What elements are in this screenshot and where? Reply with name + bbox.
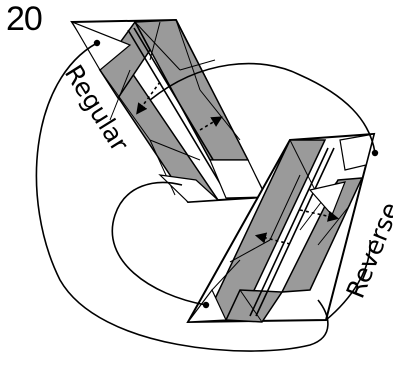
connector-curves [35, 42, 376, 352]
lower-arc-curve [325, 239, 371, 321]
step-number: 20 [6, 0, 43, 38]
reverse-center-crease-a [249, 147, 329, 317]
regular-unit [70, 18, 268, 204]
reverse-dotted-arrow-right [299, 209, 340, 222]
regular-dotted-arrow-down [199, 116, 223, 131]
regular-dotted-arrow-up [136, 81, 161, 115]
reverse-colored-panel-right [280, 177, 364, 293]
inner-loop-curve [111, 181, 207, 306]
regular-center-crease-a [127, 29, 225, 191]
regular-colored-panel-mid [99, 20, 151, 100]
reverse-unit [186, 132, 379, 324]
outer-loop-curve [35, 42, 329, 352]
upper-arc-curve [149, 62, 376, 154]
reverse-center-crease-b [255, 147, 335, 317]
